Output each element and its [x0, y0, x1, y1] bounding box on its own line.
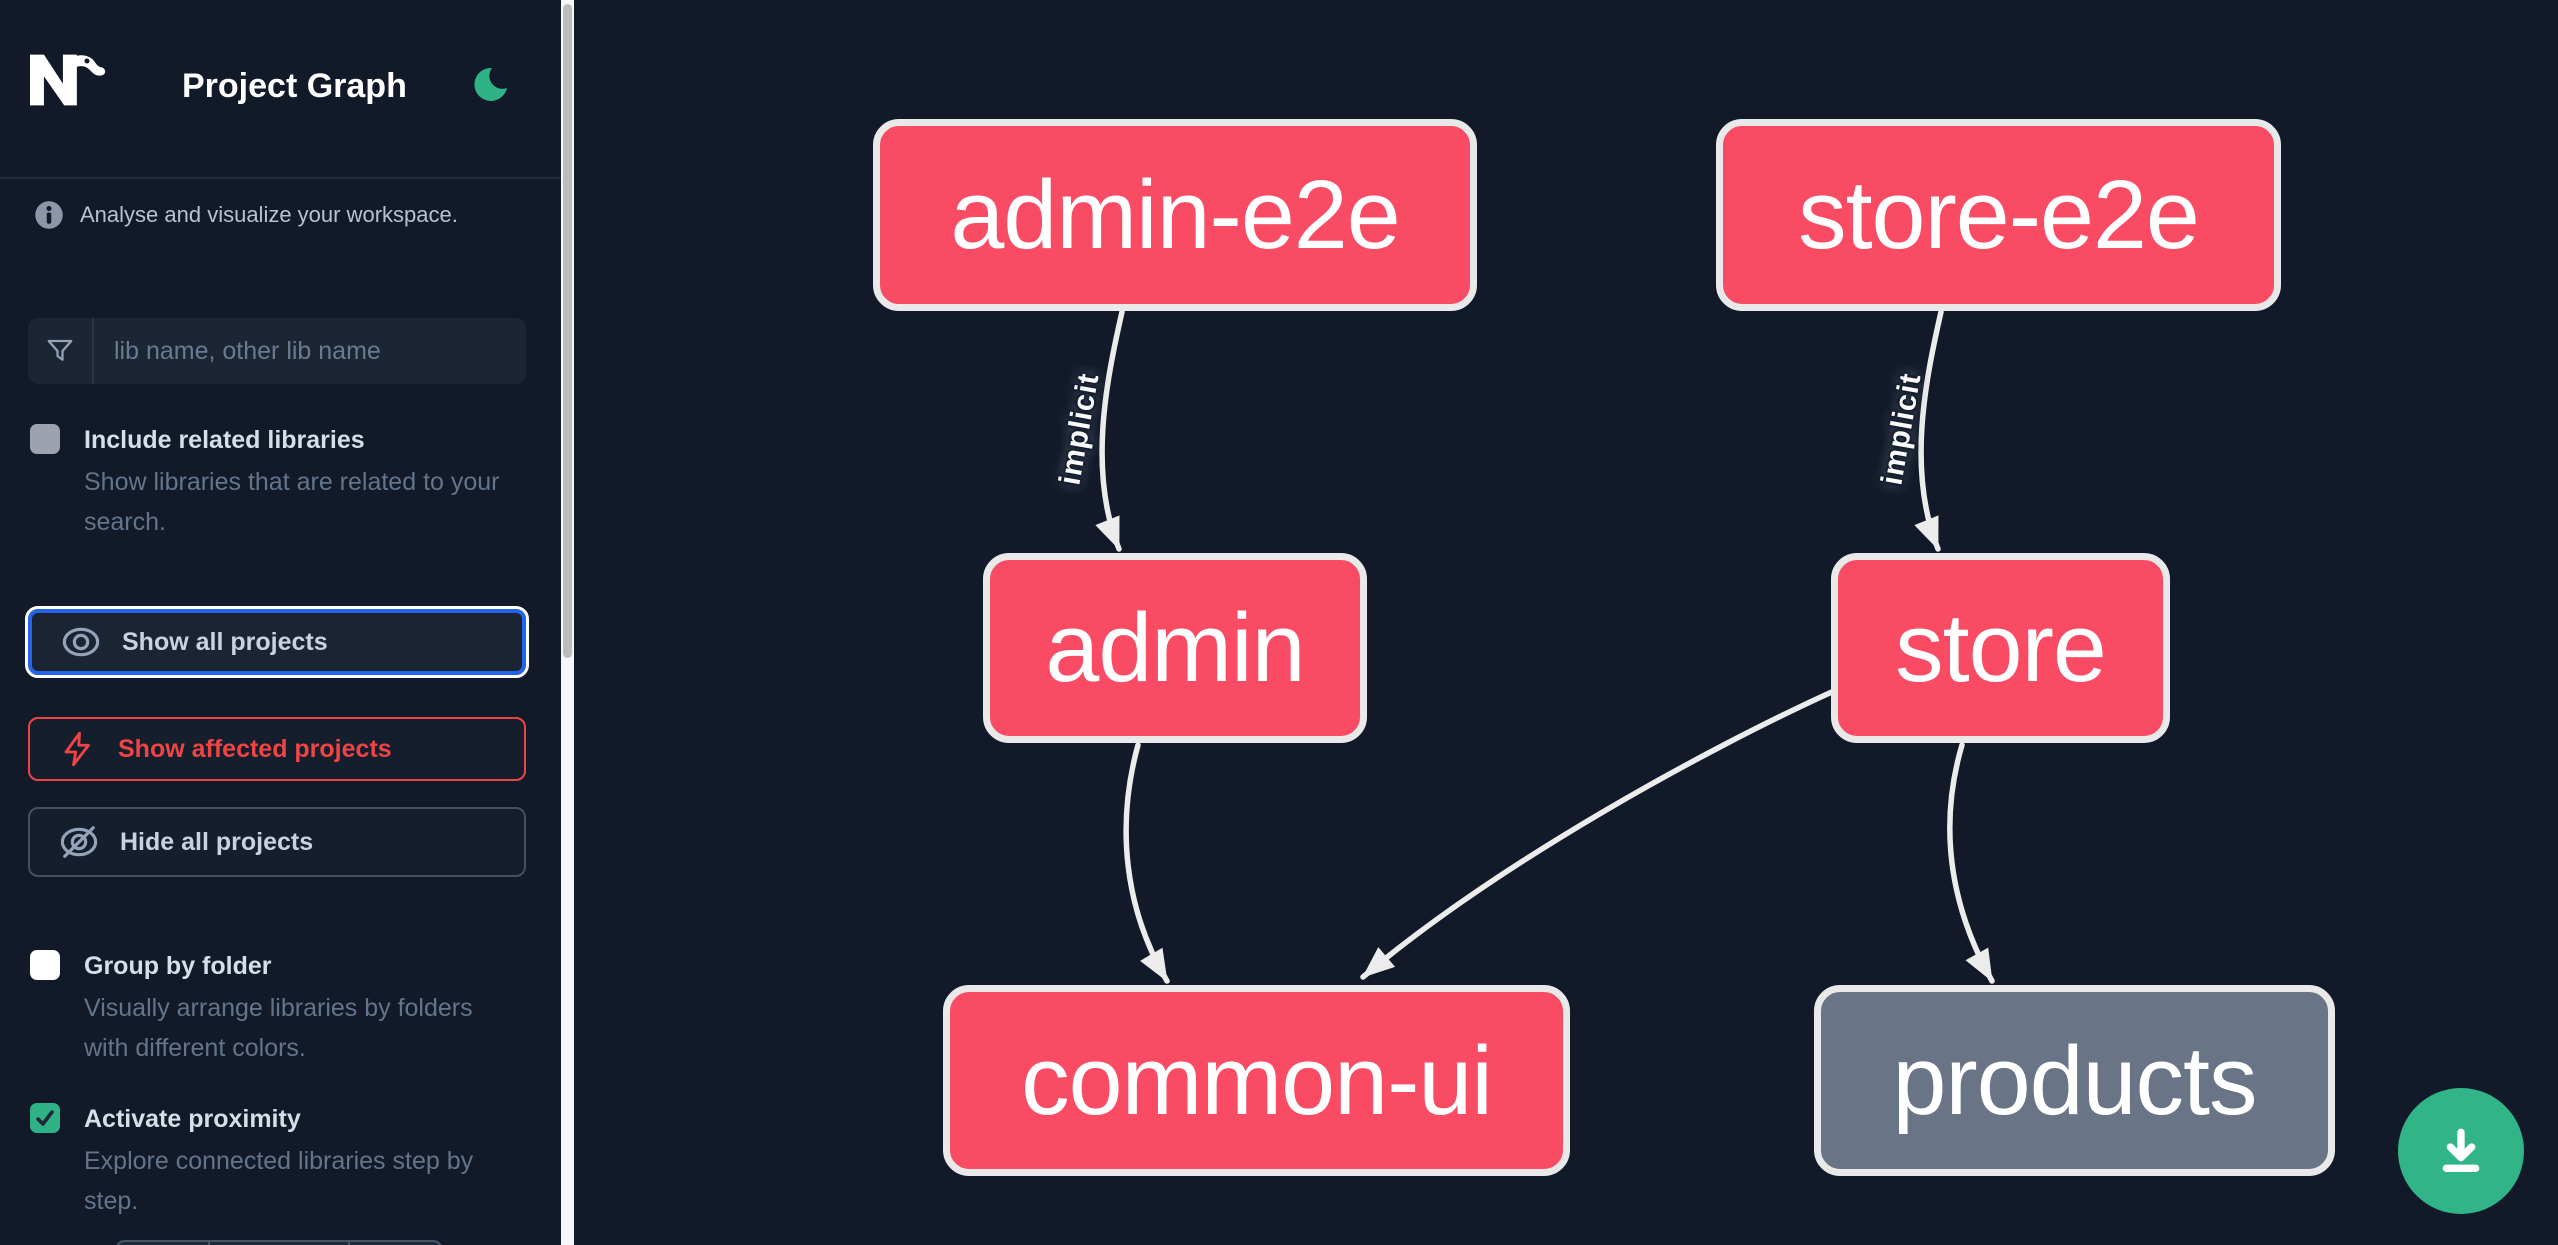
- toggle-label: Activate proximity: [84, 1105, 301, 1133]
- search-input[interactable]: [94, 318, 526, 384]
- eye-off-icon: [60, 823, 98, 861]
- workspace-info: Analyse and visualize your workspace.: [34, 200, 458, 230]
- page-title: Project Graph: [182, 67, 407, 105]
- stepper-divider: [208, 1242, 210, 1245]
- proximity-stepper[interactable]: [115, 1240, 443, 1245]
- toggle-description: Show libraries that are related to your …: [84, 468, 500, 536]
- moon-icon: [466, 64, 514, 108]
- filter-funnel-icon: [28, 318, 94, 384]
- node-admin-e2e[interactable]: admin-e2e: [873, 119, 1477, 311]
- info-text: Analyse and visualize your workspace.: [80, 202, 458, 227]
- sidebar: Project Graph Analyse and visualize your…: [0, 0, 574, 1245]
- search-box: [28, 318, 526, 384]
- node-store-e2e[interactable]: store-e2e: [1716, 119, 2281, 311]
- info-icon: [34, 200, 64, 230]
- eye-icon: [62, 623, 100, 661]
- check-icon: [33, 1106, 57, 1130]
- sidebar-scrollbar-thumb[interactable]: [563, 4, 572, 658]
- show-affected-projects-button[interactable]: Show affected projects: [28, 717, 526, 781]
- toggle-description: Visually arrange libraries by folders wi…: [84, 994, 473, 1062]
- toggle-activate-proximity[interactable]: Activate proximity Explore connected lib…: [30, 1101, 500, 1221]
- toggle-group-by-folder[interactable]: Group by folder Visually arrange librari…: [30, 948, 500, 1068]
- button-label: Hide all projects: [120, 827, 314, 856]
- theme-toggle-button[interactable]: [466, 62, 514, 110]
- edge-store-to-products[interactable]: [1947, 742, 1995, 984]
- stepper-divider: [348, 1242, 350, 1245]
- edge-admin-to-common-ui[interactable]: [1123, 742, 1170, 984]
- checkbox-include-related[interactable]: [30, 424, 60, 454]
- edge-admin-e2e-to-admin[interactable]: [1095, 309, 1125, 552]
- toggle-label: Group by folder: [84, 952, 272, 980]
- download-icon: [2429, 1119, 2493, 1183]
- node-products[interactable]: products: [1814, 985, 2335, 1176]
- toggle-description: Explore connected libraries step by step…: [84, 1147, 474, 1215]
- button-label: Show all projects: [122, 627, 328, 656]
- edge-store-to-common-ui[interactable]: [1360, 688, 1837, 980]
- show-all-projects-button[interactable]: Show all projects: [25, 606, 529, 678]
- node-admin[interactable]: admin: [983, 553, 1367, 743]
- node-store[interactable]: store: [1831, 553, 2170, 743]
- button-label: Show affected projects: [118, 734, 392, 763]
- edge-store-e2e-to-store[interactable]: [1914, 309, 1944, 552]
- nx-logo: [30, 52, 106, 113]
- checkbox-activate-proximity[interactable]: [30, 1103, 60, 1133]
- header-divider: [0, 177, 561, 179]
- download-image-button[interactable]: [2398, 1088, 2524, 1214]
- lightning-bolt-icon: [60, 731, 96, 767]
- node-common-ui[interactable]: common-ui: [943, 985, 1570, 1176]
- hide-all-projects-button[interactable]: Hide all projects: [28, 807, 526, 877]
- toggle-label: Include related libraries: [84, 426, 365, 454]
- checkbox-group-by-folder[interactable]: [30, 950, 60, 980]
- toggle-include-related[interactable]: Include related libraries Show libraries…: [30, 422, 500, 542]
